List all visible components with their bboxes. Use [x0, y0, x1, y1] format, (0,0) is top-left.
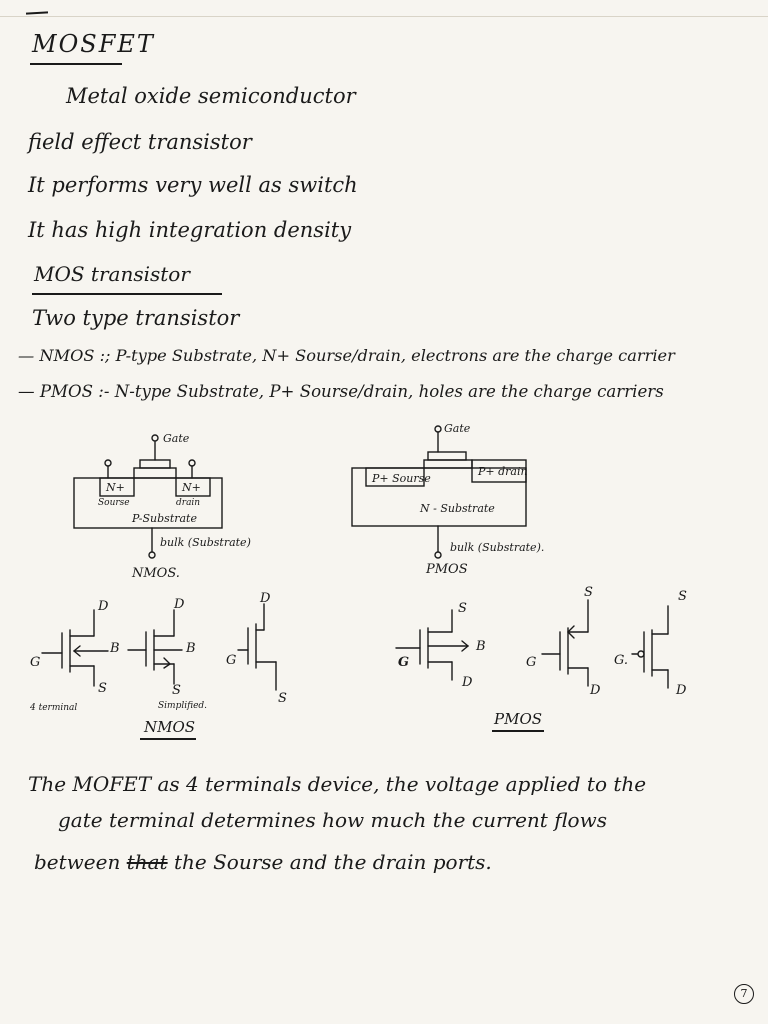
note-line-4: It has high integration density	[28, 218, 352, 242]
pmos-gate-label: Gate	[444, 422, 471, 435]
pmos-drain-region	[471, 459, 527, 483]
nmos-drain-name: drain	[176, 498, 200, 508]
nmos-symbols-caption: NMOS	[144, 718, 196, 736]
nmos-symbol-4-terminal: D G B S 4 terminal	[29, 599, 120, 713]
nmos-source-region	[99, 477, 135, 497]
pmos-source-label: P+ Sourse	[371, 472, 431, 485]
pmos2-s-label: S	[584, 585, 593, 600]
page-title: MOSFET	[32, 30, 155, 58]
note-line-pmos: — PMOS :- N-type Substrate, P+ Sourse/dr…	[18, 382, 664, 401]
pmos3-s-label: S	[678, 589, 687, 604]
pmos3-d-label: D	[675, 683, 687, 698]
nmos-caption-underline	[140, 738, 196, 740]
nmos1-g-label: G	[30, 655, 40, 670]
note-heading-mos: MOS transistor	[34, 262, 190, 286]
pmos-bulk-terminal	[434, 551, 442, 559]
nmos2-s-label: S	[172, 683, 181, 698]
nmos3-g-label: G	[226, 653, 236, 668]
pmos1-s-label: S	[458, 601, 467, 616]
pmos-gate-plate	[427, 451, 467, 461]
nmos-substrate-label: P-Substrate	[131, 512, 197, 525]
top-ruled-line	[0, 0, 768, 17]
nmos-gate-plate	[139, 459, 171, 469]
nmos-drain-doping: N+	[181, 481, 201, 494]
nmos1-s-label: S	[98, 681, 107, 696]
pmos-structure-diagram: Gate P+ Sourse P+ drain N - Substrate bu…	[351, 422, 544, 559]
pmos-bulk-label: bulk (Substrate).	[450, 541, 544, 554]
note-line-2: field effect transistor	[28, 130, 252, 154]
nmos-gate-terminal	[151, 434, 159, 442]
pmos-symbol-4-terminal: S G B D	[395, 601, 486, 690]
pmos-oxide	[423, 459, 473, 469]
nmos-oxide	[133, 467, 177, 479]
nmos2-d-label: D	[173, 597, 185, 612]
nmos-drain-region	[175, 477, 211, 497]
pmos-drain-label: P+ drain	[477, 465, 528, 478]
nmos-source-terminal	[104, 459, 112, 467]
note-line-6: Two type transistor	[32, 306, 240, 330]
nmos-structure-diagram: Gate N+ N+ Sourse drain P-Substrate bulk…	[73, 432, 251, 559]
pmos1-g-label: G	[398, 655, 409, 670]
nmos-symbol-3-terminal: D G S	[226, 591, 287, 706]
nmos-symbol-simplified: D B S Simplified.	[127, 597, 207, 711]
pmos-gate-terminal	[434, 425, 442, 433]
nmos-drain-terminal	[188, 459, 196, 467]
summary-line-3: between that the Sourse and the drain po…	[34, 850, 492, 874]
pmos3-g-label: G.	[614, 653, 628, 668]
pmos-source-region	[365, 467, 425, 487]
nmos-structure-caption: NMOS.	[132, 566, 180, 581]
nmos2-b-label: B	[185, 641, 196, 656]
pmos-symbol-simplified: S G D	[526, 585, 601, 698]
pmos-substrate-label: N - Substrate	[419, 502, 495, 515]
nmos3-s-label: S	[278, 691, 287, 706]
nmos-bulk-terminal	[148, 551, 156, 559]
note-line-1: Metal oxide semiconductor	[66, 84, 356, 108]
pmos-caption-underline	[492, 730, 544, 732]
pmos1-d-label: D	[461, 675, 473, 690]
nmos1-d-label: D	[97, 599, 109, 614]
summary-line-3-start: between	[34, 850, 121, 874]
pmos-symbol-3-terminal: S G. D	[614, 589, 687, 698]
pmos2-g-label: G	[526, 655, 536, 670]
nmos-gate-label: Gate	[163, 432, 190, 445]
nmos1-note: 4 terminal	[29, 703, 77, 713]
summary-line-3-end: the Sourse and the drain ports.	[173, 850, 492, 874]
summary-line-1: The MOFET as 4 terminals device, the vol…	[28, 772, 647, 796]
struck-word: that	[126, 850, 168, 874]
nmos-source-name: Sourse	[98, 498, 130, 508]
pmos-structure-caption: PMOS	[426, 562, 468, 577]
nmos1-b-label: B	[109, 641, 120, 656]
pmos-symbols-caption: PMOS	[494, 710, 543, 728]
page-number: 7	[734, 984, 754, 1004]
pmos3-bubble	[637, 650, 645, 658]
summary-line-2: gate terminal determines how much the cu…	[58, 808, 607, 832]
pmos1-b-label: B	[475, 639, 486, 654]
title-underline	[30, 63, 122, 65]
nmos-source-doping: N+	[105, 481, 125, 494]
pmos2-d-label: D	[589, 683, 601, 698]
note-line-3: It performs very well as switch	[28, 173, 358, 197]
heading-underline	[32, 293, 222, 295]
nmos3-d-label: D	[259, 591, 271, 606]
nmos2-note: Simplified.	[158, 701, 207, 711]
nmos-bulk-label: bulk (Substrate)	[160, 536, 251, 549]
note-line-nmos: — NMOS :; P-type Substrate, N+ Sourse/dr…	[18, 346, 675, 365]
